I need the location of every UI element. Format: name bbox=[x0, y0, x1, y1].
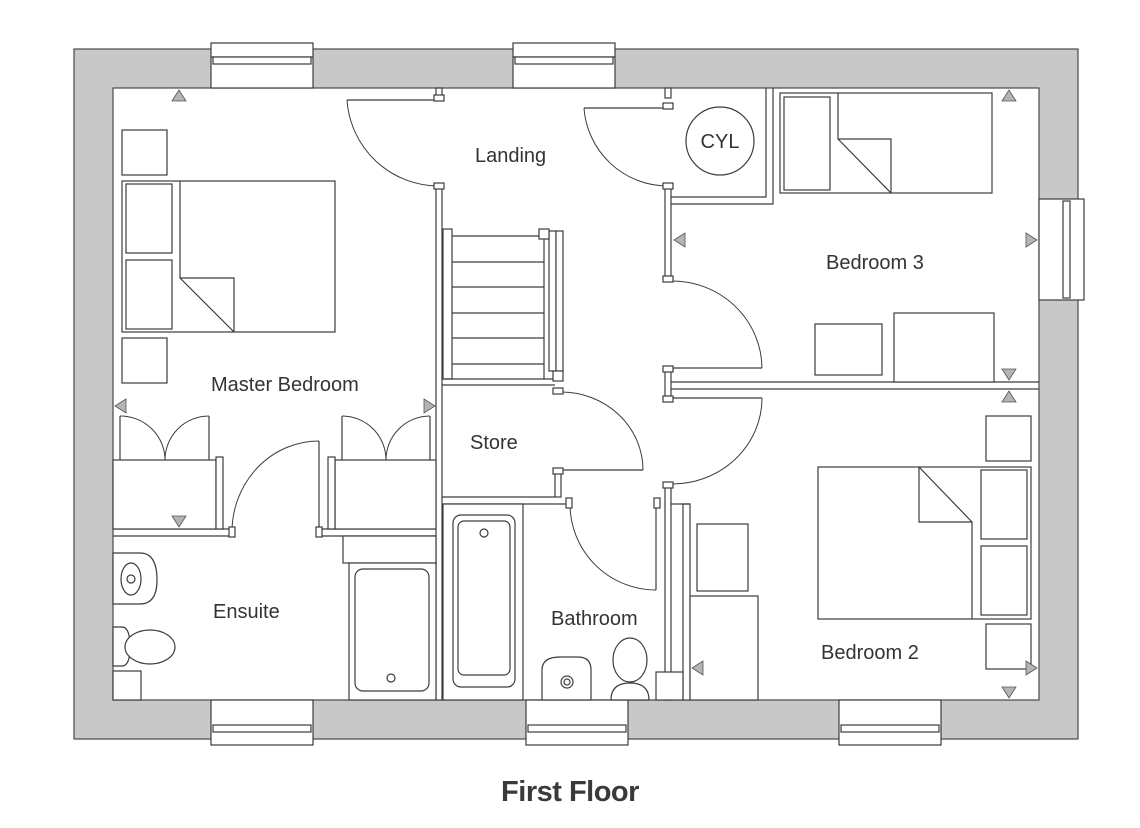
ensuite-fixtures bbox=[112, 535, 437, 701]
window-top-center bbox=[512, 42, 616, 89]
toilet-bowl bbox=[612, 637, 648, 683]
door-ensuite bbox=[228, 440, 323, 538]
door-bedroom-2 bbox=[662, 395, 763, 489]
triangle-left-icon bbox=[673, 232, 686, 248]
room-label-ensuite: Ensuite bbox=[213, 601, 280, 623]
triangle-right-icon bbox=[1025, 232, 1038, 248]
window-bottom-center bbox=[525, 699, 629, 746]
room-labels: Landing Master Bedroom Bedroom 3 Store E… bbox=[211, 145, 924, 664]
pillow bbox=[783, 96, 831, 191]
pillow bbox=[125, 259, 173, 330]
toilet-cistern bbox=[610, 682, 650, 701]
floor-title: First Floor bbox=[501, 776, 639, 808]
triangle-up-icon bbox=[1001, 390, 1017, 403]
bathroom-fixtures bbox=[442, 503, 684, 701]
chest-of-drawers bbox=[893, 312, 995, 383]
cylinder-circle bbox=[685, 106, 755, 176]
cylinder-label: CYL bbox=[701, 131, 740, 153]
bedside-table bbox=[985, 623, 1032, 670]
wardrobe bbox=[112, 459, 217, 530]
windows bbox=[210, 42, 1085, 746]
window-right bbox=[1038, 198, 1085, 301]
door-master-bedroom bbox=[346, 94, 445, 190]
wardrobe bbox=[334, 459, 437, 530]
window-bottom-right bbox=[838, 699, 942, 746]
door-bedroom-3 bbox=[662, 275, 763, 373]
door-cylinder-cupboard bbox=[583, 102, 674, 190]
pillow bbox=[980, 469, 1028, 540]
room-label-bedroom-3: Bedroom 3 bbox=[826, 252, 924, 274]
desk bbox=[814, 323, 883, 376]
pillow bbox=[980, 545, 1028, 616]
triangle-up-icon bbox=[1001, 89, 1017, 102]
staircase bbox=[442, 228, 564, 382]
toilet-bowl bbox=[124, 629, 176, 665]
bedside-table bbox=[985, 415, 1032, 462]
room-label-landing: Landing bbox=[475, 145, 546, 167]
direction-markers bbox=[114, 89, 1038, 699]
bedside-table bbox=[121, 337, 168, 384]
triangle-right-icon bbox=[1025, 660, 1038, 676]
room-label-bedroom-2: Bedroom 2 bbox=[821, 642, 919, 664]
triangle-down-icon bbox=[1001, 368, 1017, 381]
triangle-up-icon bbox=[171, 89, 187, 102]
room-label-master-bedroom: Master Bedroom bbox=[211, 374, 359, 396]
bedside-table bbox=[121, 129, 168, 176]
triangle-down-icon bbox=[1001, 686, 1017, 699]
pillow bbox=[125, 183, 173, 254]
bedroom-2-furniture bbox=[689, 415, 1032, 701]
triangle-right-icon bbox=[423, 398, 436, 414]
triangle-left-icon bbox=[691, 660, 704, 676]
window-top-left bbox=[210, 42, 314, 89]
master-bedroom-furniture bbox=[112, 129, 437, 530]
bedroom-3-furniture bbox=[779, 92, 995, 383]
door-store bbox=[552, 387, 644, 475]
wardrobe bbox=[689, 595, 759, 701]
room-label-bathroom: Bathroom bbox=[551, 608, 638, 630]
desk bbox=[696, 523, 749, 592]
triangle-down-icon bbox=[171, 515, 187, 528]
hot-water-cylinder: CYL bbox=[685, 106, 755, 176]
doors bbox=[228, 94, 763, 591]
window-bottom-left bbox=[210, 699, 314, 746]
door-bathroom bbox=[565, 497, 661, 591]
triangle-left-icon bbox=[114, 398, 127, 414]
room-label-store: Store bbox=[470, 432, 518, 454]
